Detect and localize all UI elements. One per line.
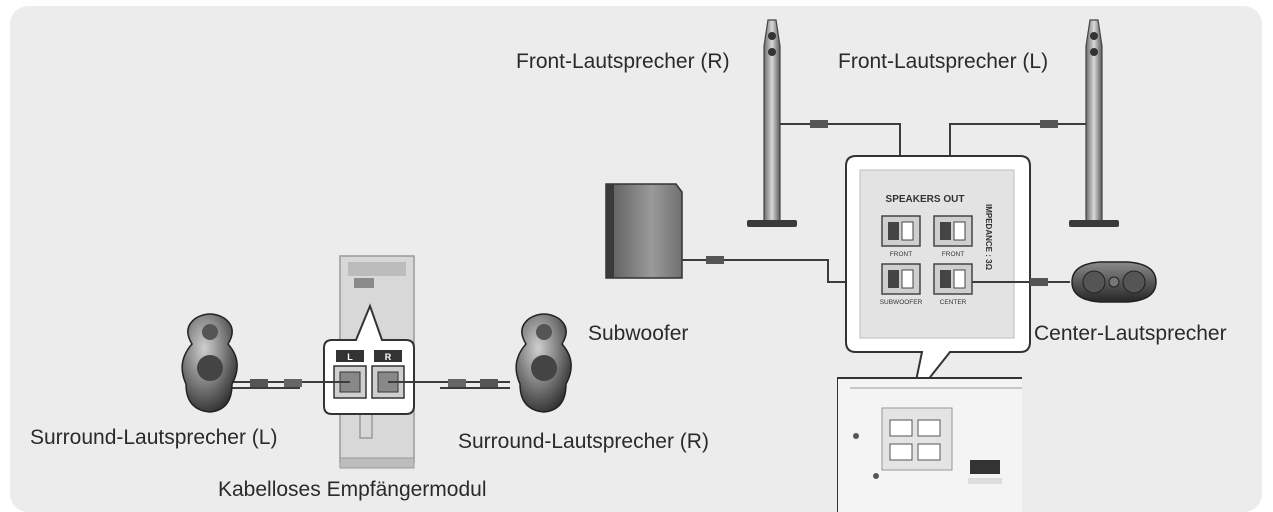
surround-right-plug [448, 379, 466, 387]
diagram-panel: SPEAKERS OUT IMPEDANCE : 3Ω FRONT FRONT … [10, 6, 1262, 512]
connection-diagram: SPEAKERS OUT IMPEDANCE : 3Ω FRONT FRONT … [181, 19, 1157, 512]
surround-left-plug-2 [284, 379, 302, 387]
terminal-subwoofer [881, 263, 921, 295]
front-right-speaker-label: Front-Lautsprecher (R) [516, 50, 730, 73]
surround-right-speaker-icon [515, 313, 572, 413]
surround-left-plug [250, 379, 268, 387]
front-right-speaker-icon [747, 19, 797, 227]
subwoofer-icon [605, 183, 683, 279]
subwoofer-label: Subwoofer [588, 322, 689, 345]
front-right-plug [810, 120, 828, 128]
terminal-center-label: CENTER [940, 299, 967, 306]
terminal-front-r [881, 215, 921, 247]
terminal-front-r-label: FRONT [890, 251, 912, 258]
center-plug [1030, 278, 1048, 286]
center-speaker-icon [1071, 261, 1157, 303]
surround-right-speaker-label: Surround-Lautsprecher (R) [458, 430, 709, 453]
terminal-front-l [933, 215, 973, 247]
module-right-channel-label: R [385, 352, 392, 362]
front-left-plug [1040, 120, 1058, 128]
impedance-label: IMPEDANCE : 3Ω [984, 204, 993, 271]
terminal-subwoofer-label: SUBWOOFER [880, 299, 923, 306]
center-speaker-label: Center-Lautsprecher [1034, 322, 1227, 345]
terminal-center [933, 263, 973, 295]
terminal-front-l-label: FRONT [942, 251, 964, 258]
front-left-speaker-label: Front-Lautsprecher (L) [838, 50, 1049, 73]
speakers-out-title: SPEAKERS OUT [886, 194, 965, 205]
module-left-channel-label: L [347, 352, 353, 362]
wireless-module-label: Kabelloses Empfängermodul [218, 478, 487, 501]
surround-left-speaker-icon [181, 313, 238, 413]
surround-left-speaker-label: Surround-Lautsprecher (L) [30, 426, 278, 449]
main-unit-icon [837, 377, 1022, 512]
subwoofer-plug [706, 256, 724, 264]
front-left-speaker-icon [1069, 19, 1119, 227]
surround-right-plug-2 [480, 379, 498, 387]
